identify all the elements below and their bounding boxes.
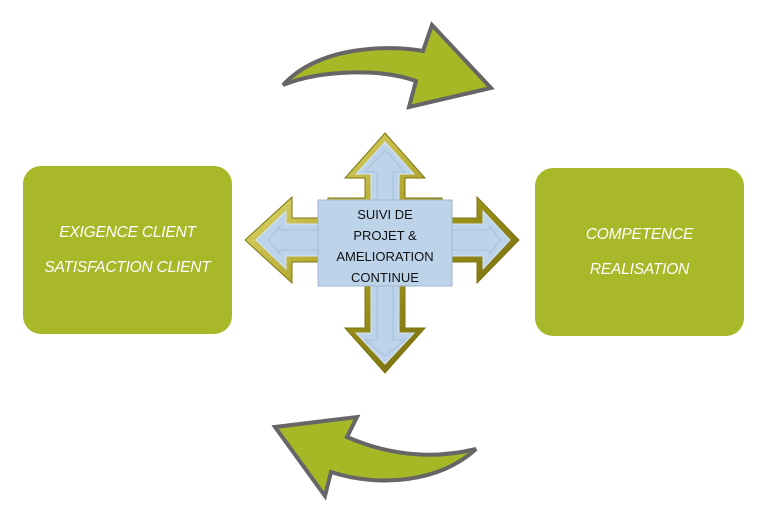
center-hub-line-1: SUIVI DE bbox=[357, 207, 413, 222]
right-box-competence: COMPETENCE REALISATION bbox=[535, 168, 744, 336]
center-hub-label: SUIVI DE PROJET & AMELIORATION CONTINUE bbox=[314, 204, 456, 288]
right-box-line-2: REALISATION bbox=[589, 261, 690, 278]
center-hub-line-2: PROJET & bbox=[353, 228, 417, 243]
left-box-line-2: SATISFACTION CLIENT bbox=[44, 259, 211, 276]
center-hub-line-3: AMELIORATION bbox=[336, 249, 434, 264]
right-box-line-1: COMPETENCE bbox=[585, 226, 694, 243]
top-curved-arrow bbox=[281, 21, 495, 110]
left-box-line-1: EXIGENCE CLIENT bbox=[59, 224, 196, 241]
four-way-arrow-hub bbox=[244, 132, 520, 374]
left-box-client: EXIGENCE CLIENT SATISFACTION CLIENT bbox=[23, 166, 232, 334]
center-hub-line-4: CONTINUE bbox=[351, 270, 419, 285]
bottom-curved-arrow bbox=[271, 414, 478, 501]
